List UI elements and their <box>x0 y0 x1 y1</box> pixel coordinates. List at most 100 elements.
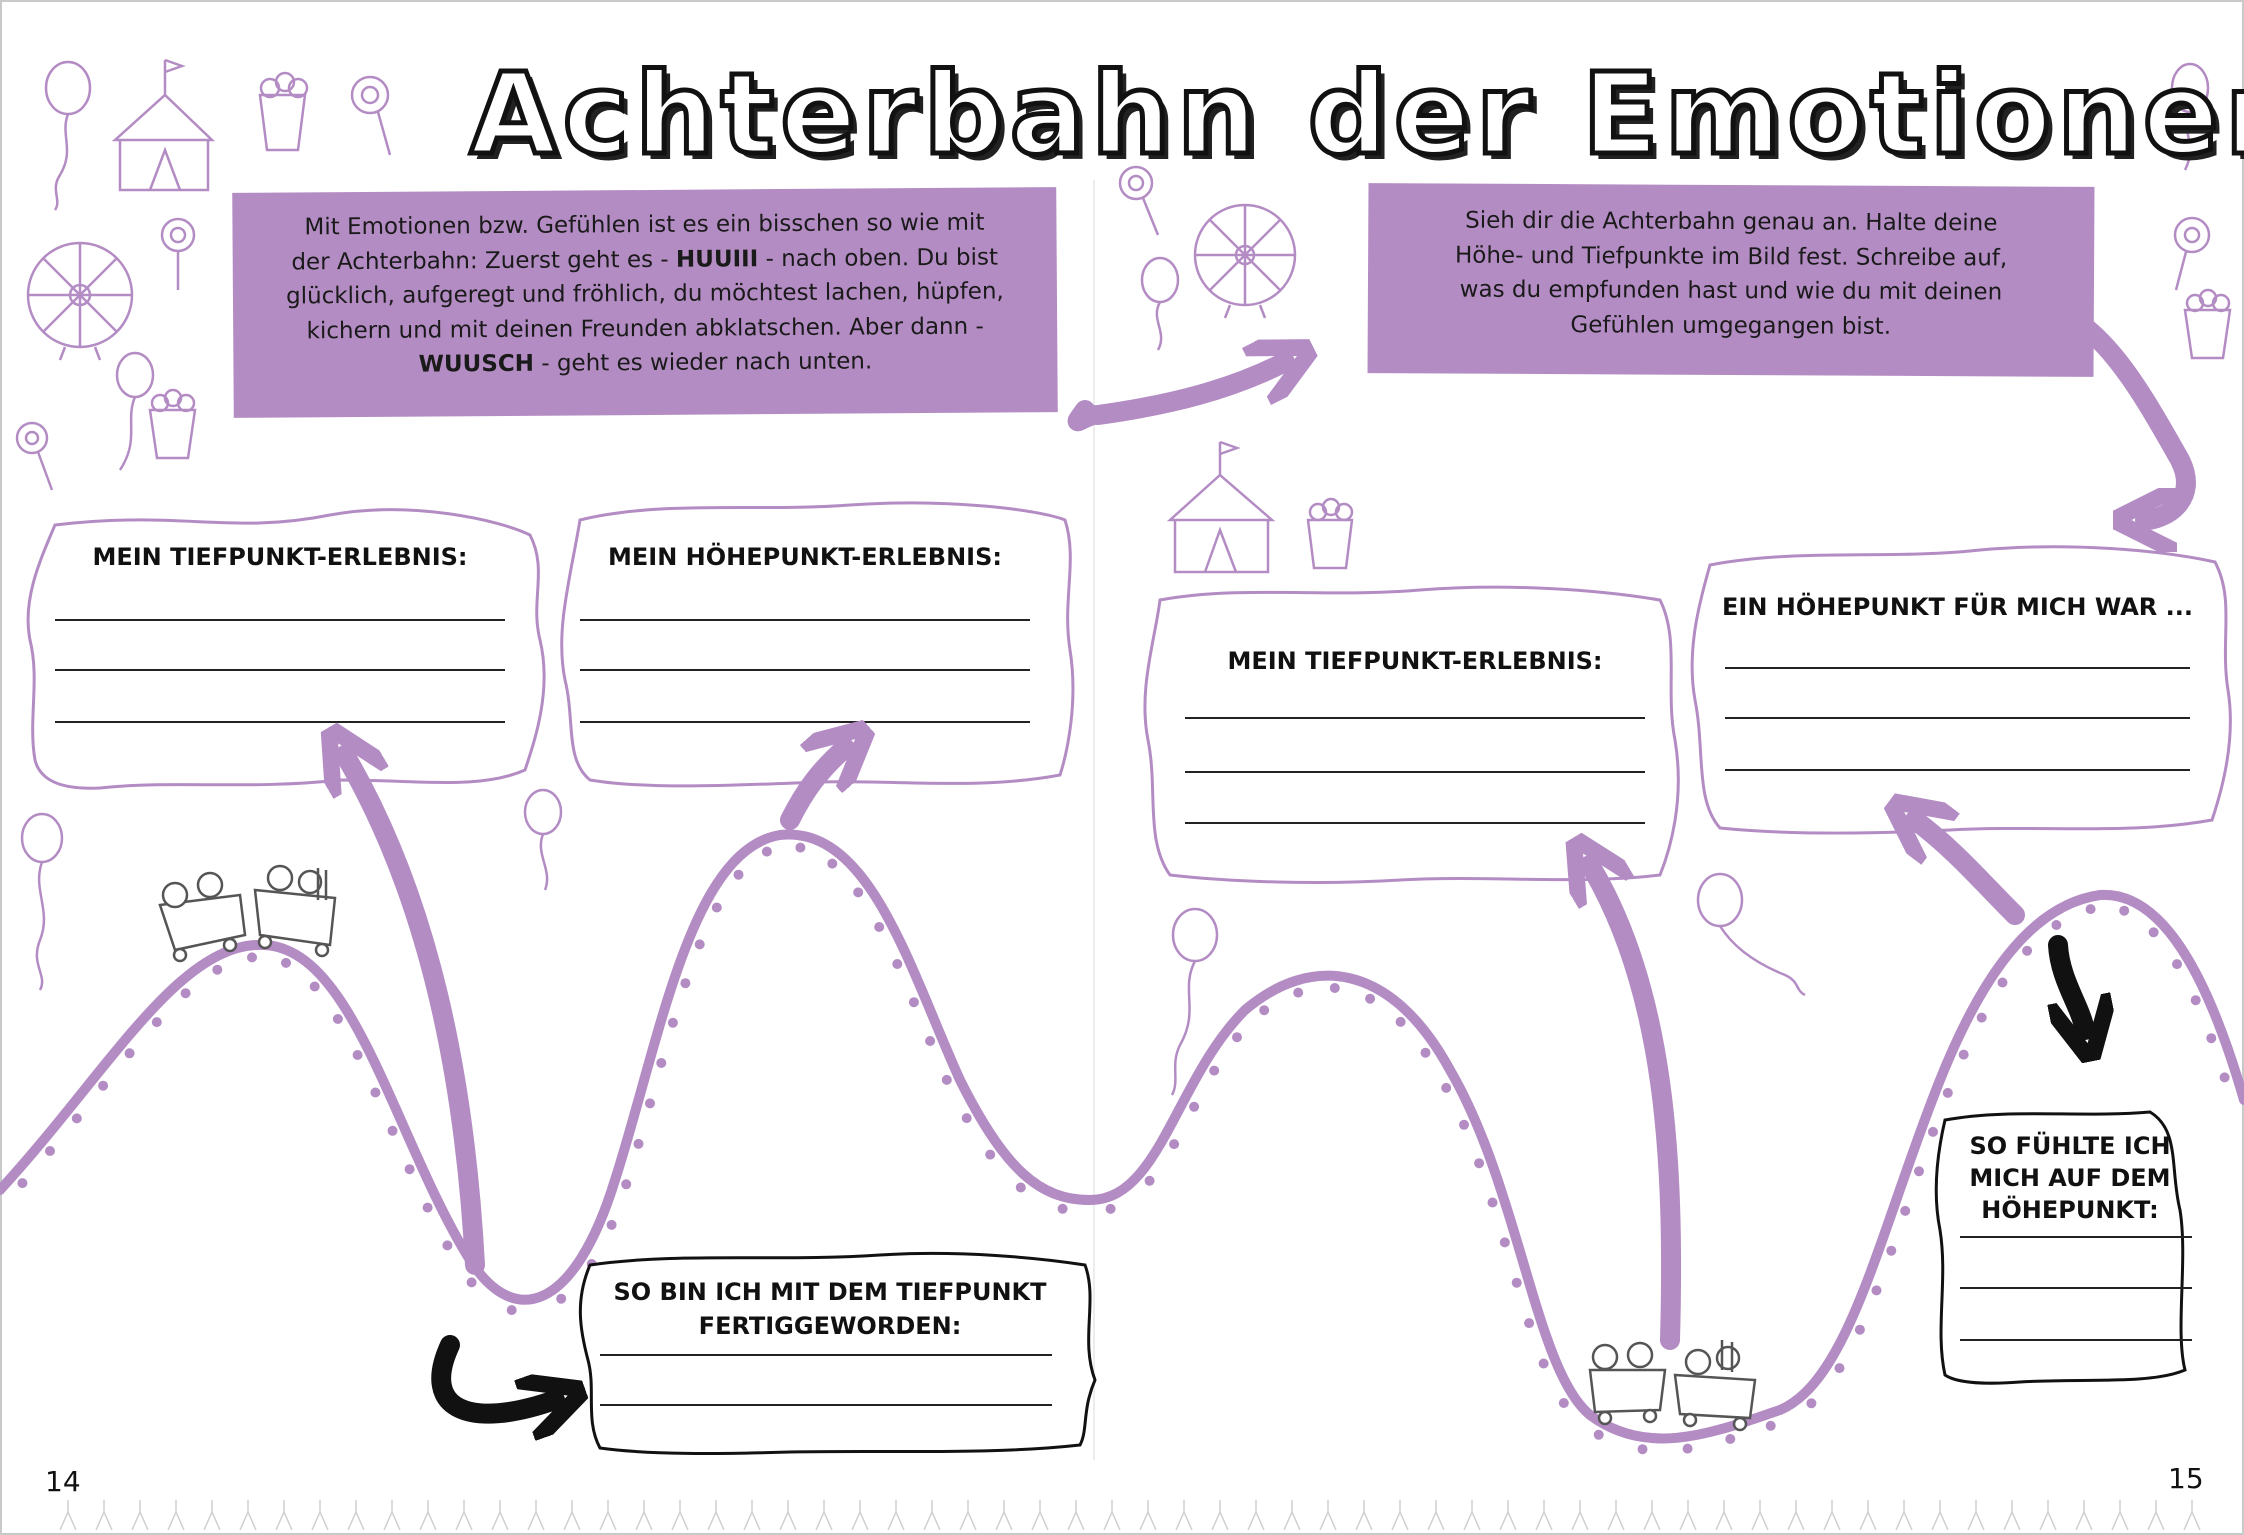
track-dot <box>1499 1237 1510 1248</box>
pattern-mark <box>1679 1500 1697 1531</box>
label-gefuehlt-line-2: MICH AUF DEM <box>1969 1164 2171 1192</box>
pattern-mark <box>1787 1500 1805 1531</box>
box-frame-tiefpunkt-2 <box>1143 585 1680 884</box>
bottom-pattern <box>59 1500 2201 1531</box>
track-dot <box>2085 904 2096 915</box>
pattern-mark <box>167 1500 185 1531</box>
pattern-mark <box>1175 1500 1193 1531</box>
track-dot <box>17 1178 28 1189</box>
pattern-mark <box>1319 1500 1337 1531</box>
track-dot <box>1365 993 1376 1004</box>
pattern-mark <box>1139 1500 1157 1531</box>
label-fertiggeworden-line-2: FERTIGGEWORDEN: <box>698 1312 962 1340</box>
pattern-mark <box>2147 1500 2165 1531</box>
track-dot <box>1189 1101 1200 1112</box>
pattern-mark <box>923 1500 941 1531</box>
pattern-mark <box>2183 1500 2201 1531</box>
track-dot <box>1144 1175 1155 1186</box>
track-dot <box>606 1219 617 1230</box>
track-dot <box>1928 1126 1938 1137</box>
pattern-mark <box>59 1500 77 1531</box>
label-hoehepunkt-fuer-mich: EIN HÖHEPUNKT FÜR MICH WAR ... <box>1722 593 2193 621</box>
track-dot <box>2051 920 2062 930</box>
pattern-mark <box>95 1500 113 1531</box>
pattern-mark <box>275 1500 293 1531</box>
track-dot <box>1459 1119 1469 1130</box>
pattern-mark <box>1211 1500 1229 1531</box>
black-arrows <box>431 935 2085 1414</box>
track-dot <box>621 1179 632 1190</box>
label-gefuehlt-hoehepunkt: SO FÜHLTE ICH MICH AUF DEM HÖHEPUNKT: <box>1950 1130 2190 1226</box>
track-dot <box>247 952 257 963</box>
intro-left-line-4: kichern und mit deinen Freunden abklatsc… <box>306 313 984 344</box>
pattern-mark <box>599 1500 617 1531</box>
lollipop-icon-4 <box>1118 165 1160 236</box>
track-dot <box>1015 1182 1026 1193</box>
intro-right-line-2: Höhe- und Tiefpunkte im Bild fest. Schre… <box>1454 242 2008 271</box>
track-dot <box>1441 1082 1452 1093</box>
pattern-mark <box>311 1500 329 1531</box>
writing-lines <box>55 619 2192 1406</box>
balloon-icon-3 <box>1140 256 1180 351</box>
pattern-mark <box>1715 1500 1733 1531</box>
intro-right-line-3: was du empfunden hast und wie du mit dei… <box>1459 276 2003 306</box>
track-dot <box>2172 959 2182 970</box>
track-dot <box>2219 1072 2230 1083</box>
track-dot <box>2190 995 2201 1006</box>
pattern-mark <box>2003 1500 2021 1531</box>
pattern-mark <box>2075 1500 2093 1531</box>
track-dot <box>1209 1065 1220 1076</box>
track-dot <box>1169 1139 1180 1150</box>
label-tiefpunkt-erlebnis-1: MEIN TIEFPUNKT-ERLEBNIS: <box>92 543 468 571</box>
track-dot <box>1487 1197 1498 1208</box>
pattern-mark <box>851 1500 869 1531</box>
track-dot <box>45 1146 55 1156</box>
track-dot <box>442 1240 453 1251</box>
popcorn-icon-4 <box>2183 288 2232 360</box>
track-dot <box>1057 1203 1068 1214</box>
track-dot <box>1329 983 1340 993</box>
intro-right-line-4: Gefühlen umgegangen bist. <box>1570 311 1892 340</box>
track-dot <box>1871 1285 1882 1296</box>
balloon-icon-5 <box>20 812 64 991</box>
track-dot <box>124 1048 135 1059</box>
pattern-mark <box>239 1500 257 1531</box>
intro-left-line-2c: - nach oben. Du bist <box>758 244 999 272</box>
box-frame-tiefpunkt-1 <box>26 508 546 790</box>
pattern-mark <box>1283 1500 1301 1531</box>
track-dot <box>1725 1434 1736 1444</box>
pattern-mark <box>887 1500 905 1531</box>
intro-left-line-1: Mit Emotionen bzw. Gefühlen ist es ein b… <box>304 209 985 241</box>
track-dot <box>556 1293 567 1304</box>
circus-tent-icon-2 <box>1166 440 1276 574</box>
pattern-mark <box>1391 1500 1409 1531</box>
pattern-mark <box>1607 1500 1625 1531</box>
pattern-mark <box>1751 1500 1769 1531</box>
pattern-mark <box>995 1500 1013 1531</box>
intro-left-huuiii: HUUIII <box>675 245 759 273</box>
pattern-mark <box>743 1500 761 1531</box>
track-dot <box>733 869 744 880</box>
intro-left-line-3: glücklich, aufgeregt und fröhlich, du mö… <box>285 278 1004 310</box>
pattern-mark <box>131 1500 149 1531</box>
ferris-wheel-icon-2 <box>1193 203 1297 319</box>
track-dot <box>506 1305 517 1316</box>
track-dot <box>761 846 772 857</box>
track-dot <box>908 997 919 1008</box>
track-dot <box>1593 1429 1604 1440</box>
coaster-cart-left <box>158 864 337 963</box>
track-dot <box>1914 1166 1924 1177</box>
popcorn-icon-3 <box>1306 497 1354 570</box>
popcorn-icon-2 <box>148 388 197 460</box>
popcorn-icon <box>258 71 309 152</box>
balloon-icon-6 <box>523 788 563 891</box>
track-dot <box>1293 987 1304 998</box>
pattern-mark <box>1895 1500 1913 1531</box>
track-dot <box>1558 1398 1569 1408</box>
pattern-mark <box>1067 1500 1085 1531</box>
pattern-mark <box>1499 1500 1517 1531</box>
track-dot <box>853 887 864 898</box>
balloon-icon-2 <box>115 351 155 471</box>
track-dot <box>711 902 722 913</box>
track-dot <box>827 858 838 869</box>
